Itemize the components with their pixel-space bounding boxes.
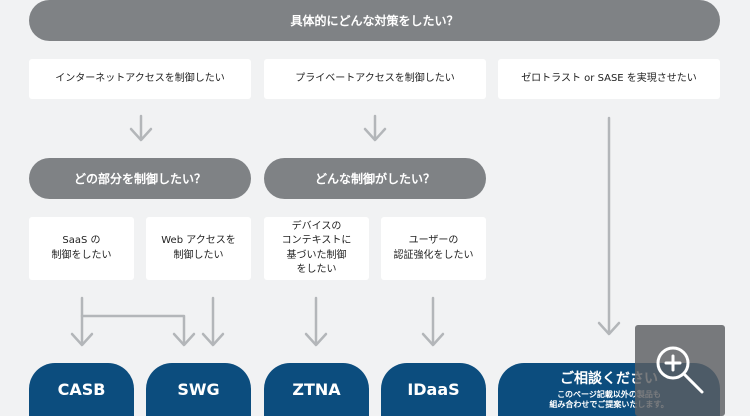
solution-ztna[interactable]: ZTNA [264,363,369,416]
question-which-part: どの部分を制御したい？ [29,158,251,199]
option-user-auth[interactable]: ユーザーの 認証強化をしたい [381,217,486,280]
option-private-access[interactable]: プライベートアクセスを制御したい [264,59,486,99]
arrow-saas-to-casb [70,296,94,347]
arrow-saas-to-swg [80,314,196,347]
arrow-user-to-idaas [421,296,445,347]
solution-casb[interactable]: CASB [29,363,134,416]
arrow-web-to-swg [201,296,225,347]
question-what-control: どんな制御がしたい？ [264,158,486,199]
magnify-plus-icon [656,346,704,394]
arrow-zerotrust-to-consult [597,116,621,336]
solution-idaas[interactable]: IDaaS [381,363,486,416]
question-header: 具体的にどんな対策をしたい？ [29,0,720,41]
option-saas-control[interactable]: SaaS の 制御をしたい [29,217,134,280]
option-internet-access[interactable]: インターネットアクセスを制御したい [29,59,251,99]
arrow-internet-to-which [129,114,153,142]
arrow-private-to-how [363,114,387,142]
option-web-access-control[interactable]: Web アクセスを 制御したい [146,217,251,280]
zoom-button[interactable] [635,325,725,416]
consult-title: ご相談ください [560,371,658,387]
option-device-context-control[interactable]: デバイスの コンテキストに 基づいた制御 をしたい [264,217,369,280]
solution-swg[interactable]: SWG [146,363,251,416]
arrow-device-to-ztna [304,296,328,347]
consult-subtitle: このページ記載以外の製品も 組み合わせでご提案いたします。 [549,390,669,409]
option-zero-trust-sase[interactable]: ゼロトラスト or SASE を実現させたい [498,59,720,99]
